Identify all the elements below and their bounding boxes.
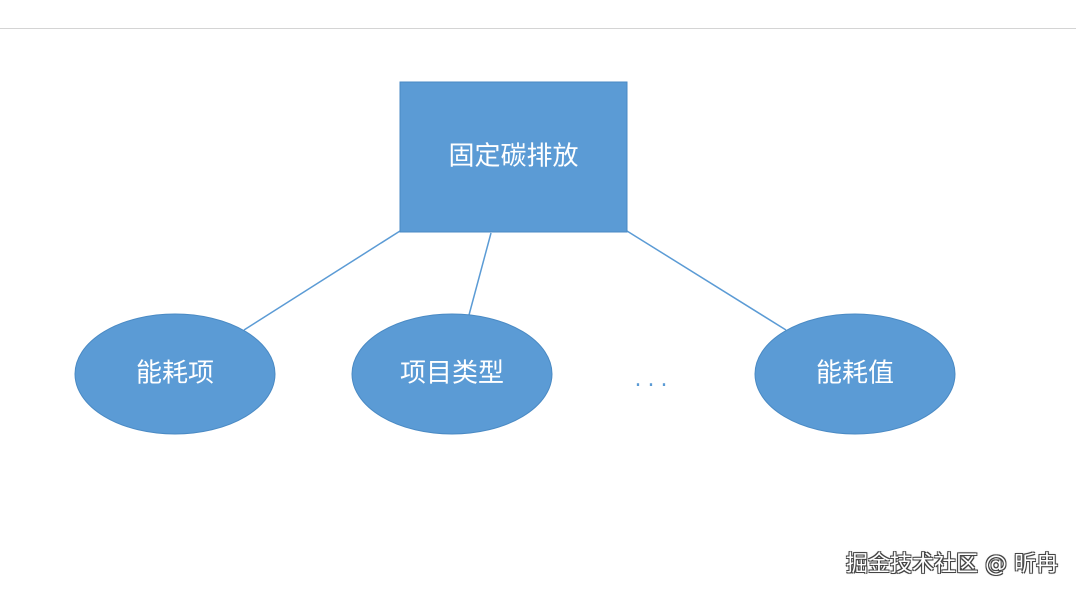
child-node-project-type-shape [351,313,553,435]
child-node-project-type: 项目类型 [351,313,553,435]
child-node-energy-item-label: 能耗项 [136,359,214,389]
watermark: 掘金技术社区 @ 昕冉 [846,552,1058,577]
root-node-box [399,81,628,233]
child-node-project-type-label: 项目类型 [400,359,504,389]
connector-root-to-energy-item [243,230,401,331]
connector-root-to-energy-value [626,230,787,331]
connector-root-to-project-type [468,232,492,316]
root-node-label: 固定碳排放 [448,142,578,172]
child-node-energy-value: 能耗值 [754,313,956,435]
more-children-ellipsis: ... [635,367,674,392]
child-node-energy-value-label: 能耗值 [816,359,894,389]
child-node-energy-value-shape [754,313,956,435]
root-node: 固定碳排放 [399,81,628,233]
top-divider [0,28,1076,29]
child-node-energy-item-shape [74,313,276,435]
child-node-energy-item: 能耗项 [74,313,276,435]
